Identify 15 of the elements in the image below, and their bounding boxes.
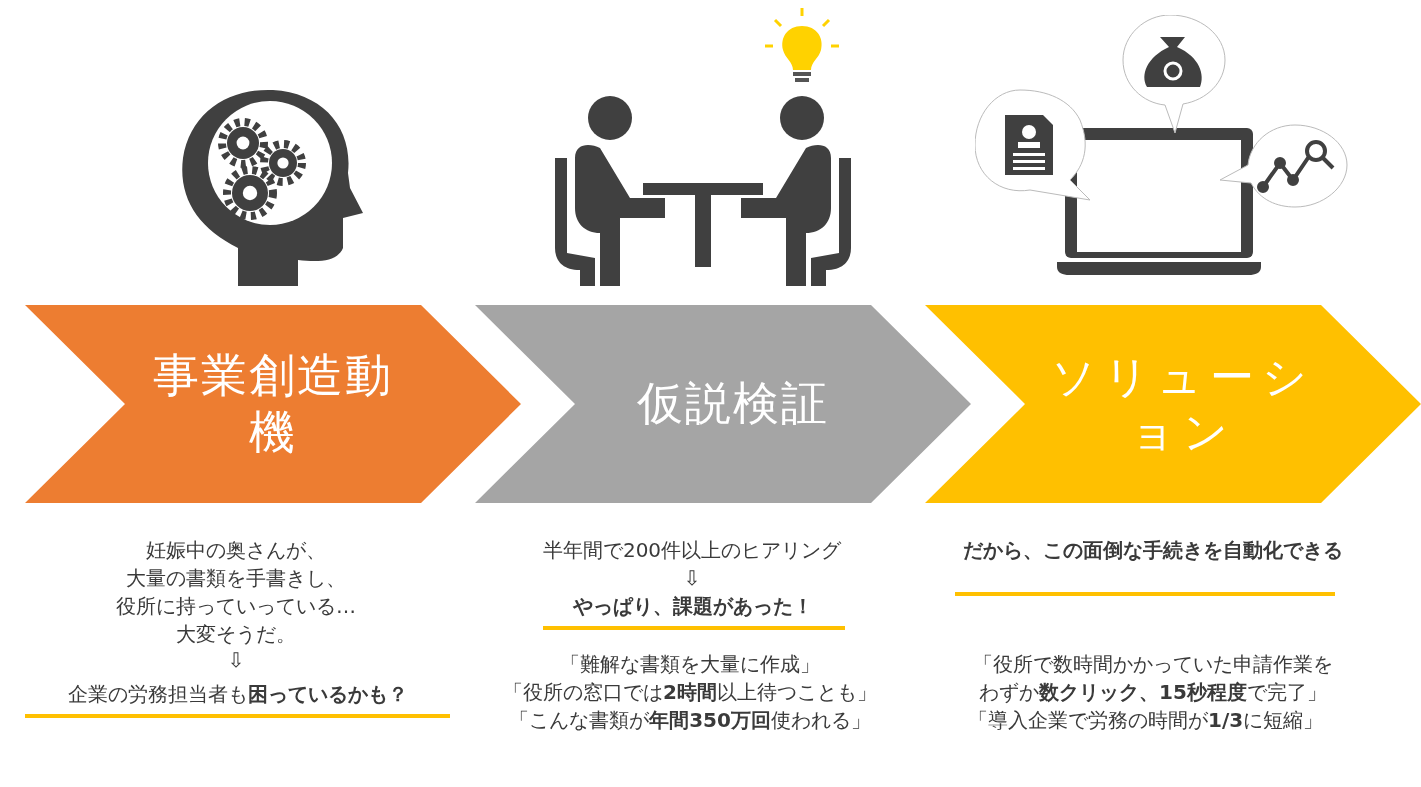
step-title: ソリューション [1050,350,1316,459]
description-text: やっぱり、課題があった！ [572,593,814,620]
description-text: 「導入企業で労務の時間が1/3に短縮」 [968,707,1325,734]
step-title: 事業創造動機 [152,346,394,461]
description-text: 「役所の窓口では2時間以上待つことも」 [502,679,878,706]
step-title: 仮説検証 [636,375,830,433]
down-arrow-glyph: ⇩ [226,647,246,674]
description-text: 企業の労務担当者も困っているかも？ [66,681,409,708]
description-text: 「こんな書類が年間350万回使われる」 [508,707,872,734]
description-text: 「役所で数時間かかっていた申請作業をわずか数クリック、15秒程度で完了」 [972,651,1334,706]
description-text: 「難解な書類を大量に作成」 [559,651,821,678]
description-text: だから、この面倒な手続きを自動化できる [963,537,1344,564]
down-arrow-glyph: ⇩ [682,565,702,592]
description-text: 妊娠中の奥さんが、大量の書類を手書きし、役所に持っていっている…大変そうだ。 [115,537,357,648]
description-text: 半年間で200件以上のヒアリング [541,537,843,564]
